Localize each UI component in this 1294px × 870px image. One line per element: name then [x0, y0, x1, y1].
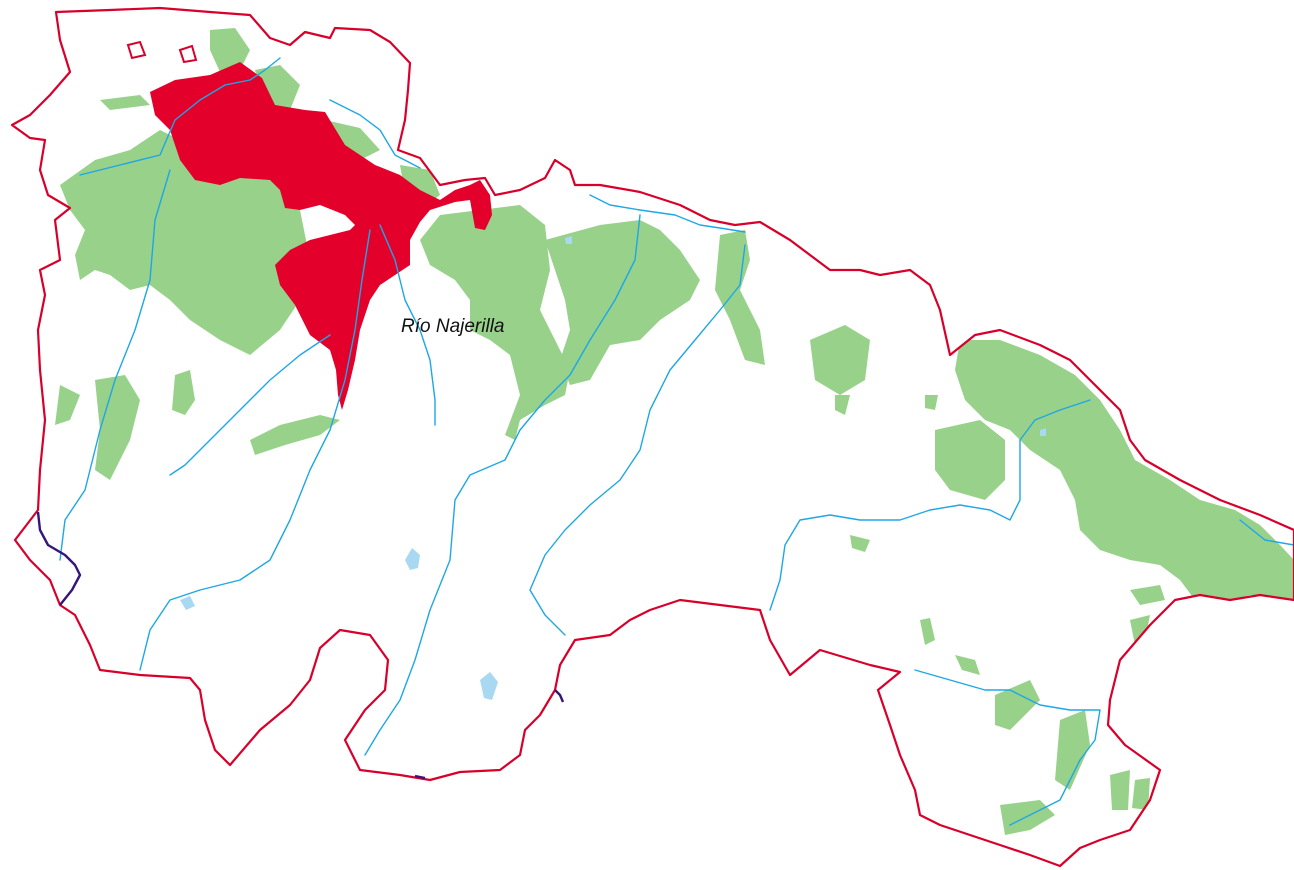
river-iregua — [364, 214, 641, 756]
external-boundary-south-2 — [414, 774, 426, 780]
river-ebro-central — [589, 194, 746, 233]
forest-patch-mid-4 — [925, 395, 938, 410]
lake-2 — [480, 672, 498, 700]
external-boundary-west — [36, 511, 82, 606]
forest-patch-south-4 — [1132, 778, 1150, 810]
external-boundary-south — [554, 689, 565, 703]
forest-patch-central-2 — [545, 220, 700, 385]
river-najerilla-lower — [139, 229, 371, 671]
region-area — [12, 8, 1294, 866]
forest-patch-west-small — [55, 385, 80, 425]
lake-5 — [1040, 428, 1046, 436]
rivers — [59, 57, 1294, 826]
forest-patch-central-3 — [715, 230, 765, 365]
river-north — [79, 57, 281, 176]
enclave-1 — [126, 40, 147, 60]
forest-patch-nw — [100, 95, 150, 110]
forest-patch-central — [420, 205, 570, 440]
forest-patch-west-2 — [95, 375, 140, 480]
forest-patch-east-2 — [935, 420, 1005, 500]
forest-patch-south-6 — [955, 655, 980, 675]
enclave-outlines — [126, 40, 198, 64]
river-alhama — [914, 669, 1101, 826]
forest-patch-mid-3 — [835, 395, 850, 415]
river-leza — [529, 244, 746, 636]
lake-1 — [405, 548, 420, 570]
enclave-2 — [178, 44, 198, 64]
river-ebro-north — [329, 99, 421, 169]
external-boundary — [36, 511, 565, 780]
river-cidacos — [769, 399, 1091, 611]
forest-patch-south-3 — [1110, 770, 1130, 810]
forest-patch-west-4 — [250, 415, 340, 455]
river-west — [59, 169, 171, 561]
forest-patch-west-3 — [172, 370, 195, 415]
forest-patch-east-main — [955, 340, 1294, 605]
forest-patch-south-2 — [1055, 710, 1090, 790]
forest-patch-mid-1 — [850, 535, 870, 552]
forest-patch-se-1 — [1130, 585, 1165, 605]
region-border — [10, 6, 1294, 868]
forest-patch-east-small — [810, 325, 870, 395]
river-najerilla-upper — [379, 224, 436, 426]
highlighted-area — [150, 62, 492, 410]
lake-4 — [565, 236, 572, 244]
lake-3 — [180, 596, 195, 610]
lakes — [180, 236, 1046, 700]
forest-patch-north — [210, 28, 250, 72]
forest-patch-mid-2 — [920, 618, 935, 645]
river-ebro-east — [1239, 519, 1294, 546]
forest-patch-south-5 — [995, 680, 1040, 730]
river-label-najerilla: Río Najerilla — [401, 316, 505, 337]
river-tributary-1 — [169, 334, 331, 476]
forest-patch-west-main — [60, 130, 310, 355]
